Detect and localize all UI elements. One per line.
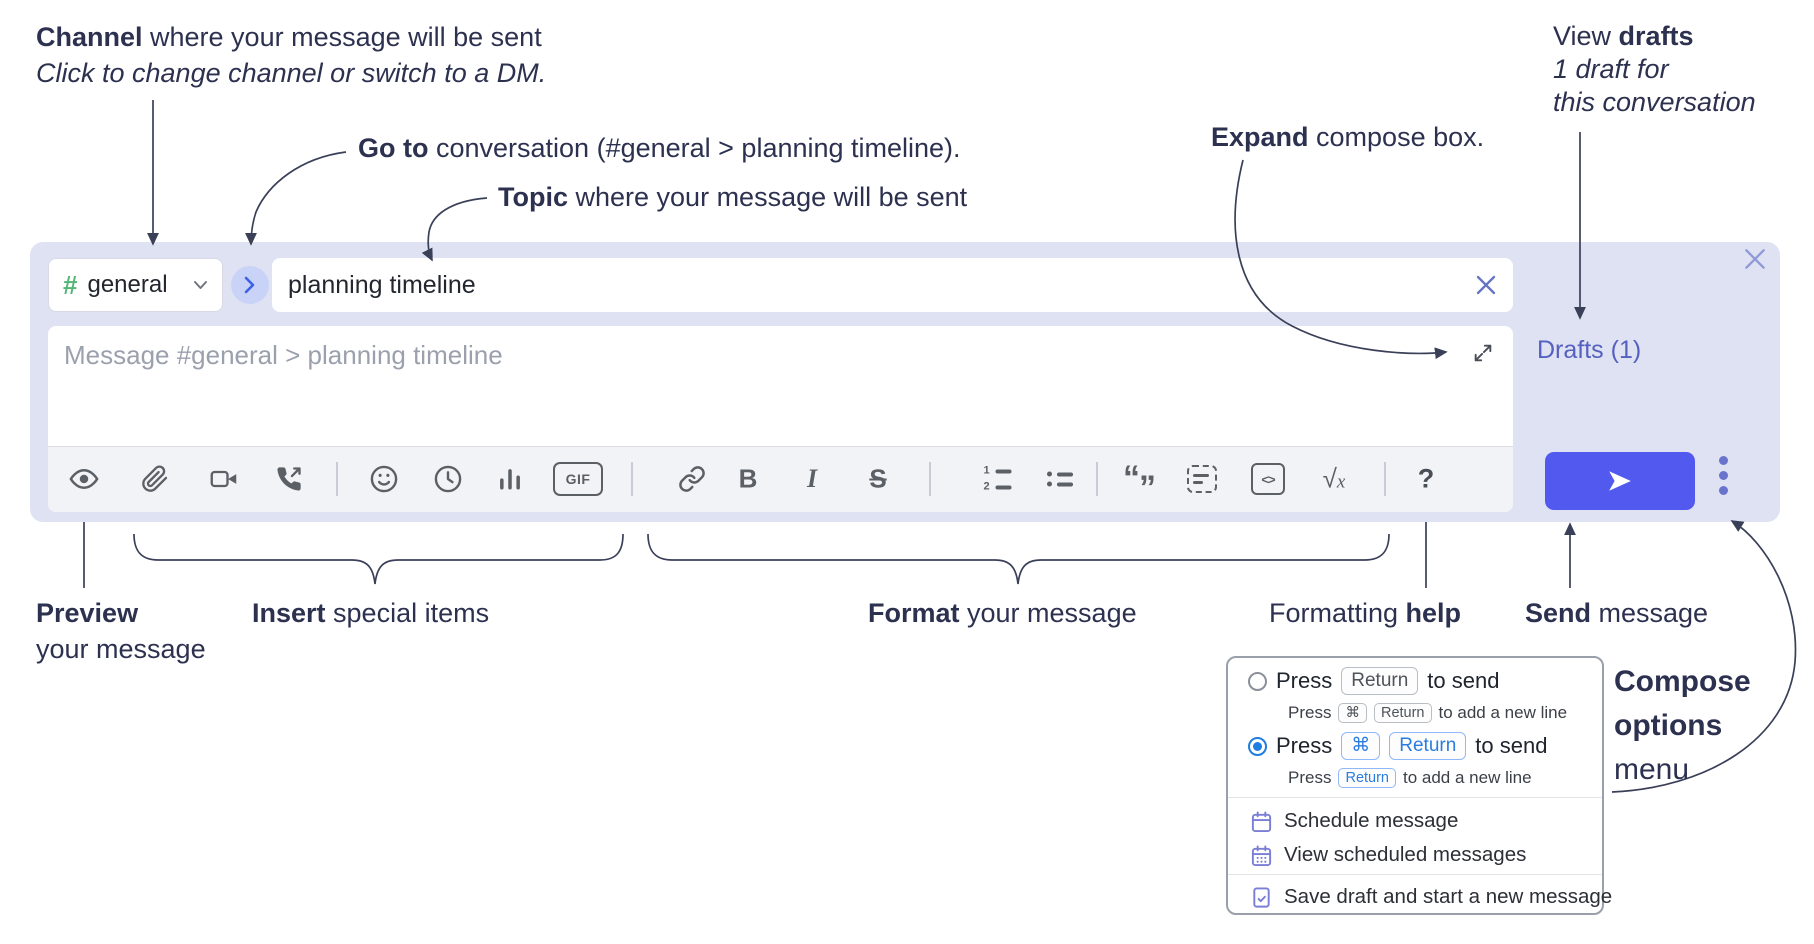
- preview-caption: Preview: [36, 598, 139, 628]
- return-key: Return: [1389, 732, 1467, 760]
- calendar-icon: [1251, 810, 1272, 832]
- channel-selector[interactable]: # general: [48, 258, 223, 312]
- numbered-list-button[interactable]: 1 2: [983, 465, 1012, 493]
- channel-name: general: [87, 271, 168, 298]
- message-formatting-help-button[interactable]: ?: [1418, 464, 1435, 495]
- bulleted-list-icon: [1047, 471, 1073, 487]
- vertical-ellipsis-icon: [1719, 456, 1728, 465]
- compose-toolbar: [48, 446, 1513, 512]
- insert-brace: [133, 533, 624, 585]
- strikethrough-button[interactable]: S: [869, 464, 886, 495]
- preview-caption-line2: your message: [36, 634, 206, 664]
- code-icon: <>: [1251, 463, 1285, 495]
- compose-options-popup: [1226, 656, 1604, 915]
- topic-annotation: Topic where your message will be sent: [498, 182, 968, 212]
- go-to-conversation-button[interactable]: [231, 266, 269, 304]
- add-emoji-button[interactable]: [370, 465, 399, 494]
- strikethrough-icon: S: [869, 463, 887, 494]
- radio-checked-icon[interactable]: [1248, 736, 1267, 756]
- quote-icon: “ ”: [1123, 459, 1156, 507]
- channel-hash-icon: #: [63, 269, 78, 300]
- video-camera-icon: [210, 470, 237, 488]
- option-cmd-return-to-send-sub: Press Return to add a new line: [1288, 767, 1532, 789]
- cmd-key: ⌘: [1338, 702, 1367, 724]
- smiley-icon: [370, 465, 398, 493]
- goto-annotation: Go to conversation (#general > planning …: [358, 133, 961, 163]
- toolbar-divider: [631, 462, 633, 496]
- send-icon: [1609, 471, 1631, 491]
- bulleted-list-button[interactable]: [1047, 471, 1073, 487]
- popup-divider: [1228, 874, 1602, 875]
- schedule-message-item[interactable]: Schedule message: [1250, 806, 1458, 836]
- compose-options-menu-button[interactable]: [1719, 456, 1728, 495]
- send-button[interactable]: [1545, 452, 1695, 510]
- math-icon: √x: [1322, 463, 1346, 494]
- attach-file-button[interactable]: [141, 465, 169, 493]
- return-key: Return: [1338, 767, 1396, 789]
- toolbar-divider: [336, 462, 338, 496]
- send-caption: Send message: [1525, 598, 1709, 628]
- eye-icon: [69, 468, 99, 490]
- gif-icon: GIF: [553, 462, 603, 496]
- close-compose-icon[interactable]: [1742, 246, 1768, 272]
- italic-button[interactable]: I: [807, 464, 817, 494]
- channel-annotation-subtitle: Click to change channel or switch to a D…: [36, 58, 547, 88]
- cmd-key: ⌘: [1341, 732, 1381, 760]
- add-global-time-button[interactable]: [434, 465, 463, 494]
- option-return-to-send-sub: Press ⌘ Return to add a new line: [1288, 702, 1568, 724]
- save-draft-item[interactable]: Save draft and start a new message: [1250, 882, 1612, 912]
- toolbar-divider: [1096, 462, 1098, 496]
- return-key: Return: [1341, 667, 1419, 695]
- expand-compose-icon[interactable]: [1472, 342, 1494, 364]
- return-key: Return: [1373, 702, 1432, 724]
- document-check-icon: [1253, 886, 1270, 908]
- add-video-call-button[interactable]: [209, 465, 239, 493]
- paperclip-icon: [142, 465, 168, 492]
- drafts-link[interactable]: Drafts (1): [1537, 336, 1642, 364]
- view-drafts-annotation: View drafts 1 draft for this conversatio…: [1553, 21, 1756, 117]
- numbered-list-icon: 1 2: [983, 465, 1012, 493]
- bold-button[interactable]: B: [739, 464, 758, 495]
- option-cmd-return-to-send[interactable]: Press ⌘ Return to send: [1248, 730, 1547, 762]
- format-brace: [647, 533, 1390, 585]
- link-icon: [679, 466, 705, 492]
- italic-icon: I: [806, 464, 818, 493]
- code-button[interactable]: <>: [1251, 463, 1285, 495]
- format-caption: Format your message: [868, 598, 1137, 628]
- spoiler-icon: [1187, 465, 1217, 493]
- chevron-right-icon: [244, 276, 255, 294]
- bar-chart-icon: [500, 469, 520, 490]
- add-poll-button[interactable]: [496, 465, 524, 493]
- popup-divider: [1228, 797, 1602, 798]
- bold-icon: B: [738, 463, 758, 494]
- goto-connector: [245, 151, 347, 246]
- insert-caption: Insert special items: [252, 598, 490, 628]
- insert-link-button[interactable]: [678, 465, 706, 493]
- quote-button[interactable]: “ ”: [1123, 459, 1161, 507]
- compose-options-caption: Compose options menu: [1614, 665, 1751, 786]
- chevron-down-icon: [194, 281, 207, 289]
- question-mark-icon: ?: [1417, 463, 1435, 494]
- toolbar-divider: [929, 462, 931, 496]
- clear-topic-icon[interactable]: [1475, 274, 1497, 296]
- add-gif-button[interactable]: GIF: [553, 462, 603, 496]
- clock-icon: [434, 465, 462, 493]
- formatting-help-caption: Formatting help: [1269, 598, 1462, 628]
- option-return-to-send[interactable]: Press Return to send: [1248, 666, 1499, 696]
- calendar-grid-icon: [1251, 844, 1272, 866]
- phone-call-icon: [277, 467, 301, 491]
- view-scheduled-messages-item[interactable]: View scheduled messages: [1250, 840, 1526, 870]
- radio-unchecked-icon[interactable]: [1248, 671, 1267, 691]
- topic-value: planning timeline: [288, 270, 476, 299]
- math-button[interactable]: √x: [1323, 464, 1346, 495]
- add-voice-call-button[interactable]: [275, 465, 303, 493]
- channel-annotation: Channel where your message will be sent: [36, 22, 542, 52]
- spoiler-button[interactable]: [1187, 465, 1217, 493]
- message-placeholder: Message #general > planning timeline: [64, 340, 503, 370]
- topic-input[interactable]: planning timeline: [272, 258, 1513, 312]
- expand-annotation: Expand compose box.: [1211, 122, 1485, 152]
- preview-button[interactable]: [69, 464, 99, 494]
- toolbar-divider: [1384, 462, 1386, 496]
